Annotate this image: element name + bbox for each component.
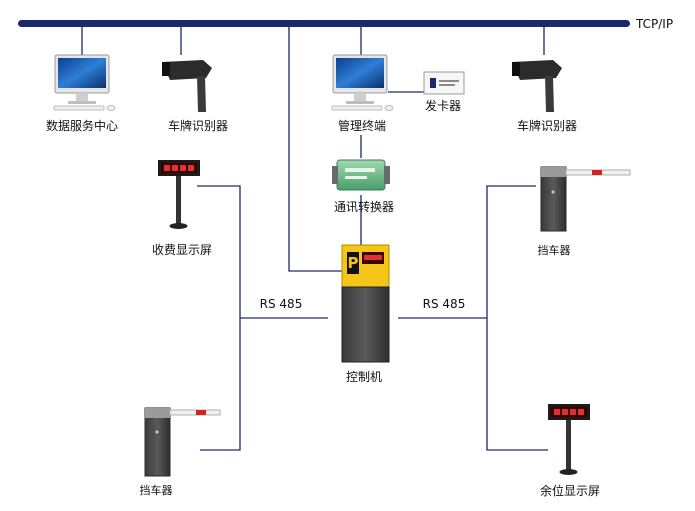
- rs485-right-label: RS 485: [422, 297, 466, 311]
- management-terminal-label: 管理终端: [337, 119, 387, 133]
- barrier-left-label: 挡车器: [139, 484, 173, 497]
- parking-controller-icon: P: [341, 244, 390, 363]
- barrier-gate-icon: [144, 407, 221, 477]
- connection-lines: [81, 27, 548, 451]
- spaces-display-label: 余位显示屏: [539, 484, 601, 498]
- card-issuer-icon: [423, 71, 465, 95]
- tcp-ip-bus: [18, 20, 630, 27]
- data-center-label: 数据服务中心: [45, 119, 119, 133]
- controller-label: 控制机: [345, 370, 383, 384]
- plate-reader-1-label: 车牌识别器: [167, 119, 229, 133]
- plate-reader-2-label: 车牌识别器: [516, 119, 578, 133]
- bus-label: TCP/IP: [636, 17, 674, 31]
- plate-recognition-camera-icon: [162, 60, 212, 112]
- toll-display-screen-icon: [158, 160, 200, 229]
- toll-display-label: 收费显示屏: [151, 243, 213, 257]
- converter-label: 通讯转换器: [333, 200, 395, 214]
- communication-converter-icon: [332, 159, 390, 191]
- management-terminal-computer-icon: [331, 54, 394, 111]
- barrier-gate-icon: [540, 166, 631, 232]
- barrier-right-label: 挡车器: [537, 244, 571, 257]
- rs485-left-label: RS 485: [259, 297, 303, 311]
- card-issuer-label: 发卡器: [424, 99, 462, 113]
- remaining-spaces-display-icon: [548, 404, 590, 475]
- data-center-computer-icon: [53, 54, 116, 111]
- plate-recognition-camera-icon: [512, 60, 562, 112]
- svg-text:P: P: [348, 254, 359, 272]
